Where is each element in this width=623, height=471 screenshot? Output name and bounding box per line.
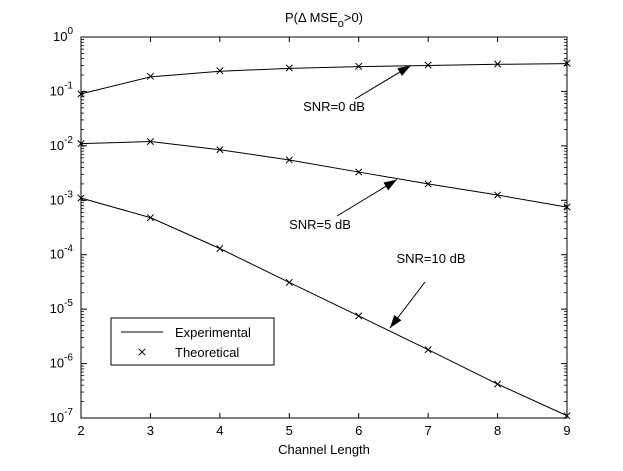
x-tick-label: 6 bbox=[355, 423, 362, 438]
x-tick-label: 9 bbox=[563, 423, 570, 438]
theoretical-marker bbox=[146, 137, 154, 146]
theoretical-marker bbox=[285, 156, 293, 164]
theoretical-marker bbox=[77, 140, 85, 148]
marker-stroke bbox=[563, 203, 571, 211]
marker-stroke bbox=[77, 194, 85, 202]
x-tick-label: 5 bbox=[286, 423, 293, 438]
annotation-arrow-head bbox=[397, 65, 411, 77]
marker-stroke bbox=[563, 412, 571, 420]
theoretical-marker bbox=[563, 412, 571, 420]
theoretical-marker bbox=[494, 60, 502, 68]
marker-stroke bbox=[77, 140, 85, 148]
marker-stroke bbox=[424, 346, 432, 354]
marker-stroke bbox=[285, 156, 293, 164]
series-layer bbox=[77, 59, 571, 420]
marker-stroke bbox=[146, 72, 154, 80]
theoretical-marker bbox=[494, 191, 502, 199]
marker-stroke bbox=[146, 214, 154, 222]
marker-stroke bbox=[424, 61, 432, 69]
marker-stroke bbox=[424, 180, 432, 188]
theoretical-marker bbox=[146, 214, 154, 222]
marker-stroke bbox=[355, 62, 363, 70]
legend-x-swatch bbox=[138, 348, 146, 356]
marker-stroke bbox=[216, 244, 224, 253]
theoretical-marker bbox=[424, 346, 432, 354]
marker-stroke bbox=[494, 380, 502, 388]
theoretical-marker bbox=[216, 146, 224, 154]
legend-box bbox=[110, 317, 275, 366]
experimental-line-3 bbox=[80, 197, 568, 417]
theoretical-marker bbox=[146, 72, 154, 80]
theoretical-marker bbox=[77, 194, 85, 202]
y-tick-label: 100 bbox=[53, 26, 73, 44]
annotation-label: SNR=10 dB bbox=[396, 251, 465, 266]
x-axis-label: Channel Length bbox=[278, 442, 370, 457]
theoretical-marker bbox=[424, 61, 432, 69]
theoretical-marker bbox=[216, 67, 224, 75]
marker-stroke bbox=[285, 278, 293, 286]
marker-stroke bbox=[494, 60, 502, 68]
theoretical-marker bbox=[424, 180, 432, 188]
theoretical-marker bbox=[563, 203, 571, 211]
annotation-label: SNR=0 dB bbox=[303, 99, 365, 114]
x-tick-label: 7 bbox=[425, 423, 432, 438]
x-tick-label: 4 bbox=[216, 423, 223, 438]
y-tick-label: 10-2 bbox=[50, 135, 74, 153]
y-tick-label: 10-5 bbox=[50, 298, 74, 316]
theoretical-marker bbox=[355, 312, 363, 320]
experimental-line-2 bbox=[80, 141, 568, 208]
marker-stroke bbox=[563, 59, 571, 67]
marker-stroke bbox=[146, 137, 154, 146]
annotation-label: SNR=5 dB bbox=[289, 217, 351, 232]
theoretical-marker bbox=[285, 64, 293, 72]
chart-title: P(Δ MSEo>0) bbox=[285, 10, 363, 30]
x-tick-label: 2 bbox=[77, 423, 84, 438]
y-tick-label: 10-6 bbox=[50, 353, 74, 371]
marker-stroke bbox=[285, 64, 293, 72]
annotation-arrow-head bbox=[389, 314, 402, 329]
marker-stroke bbox=[355, 168, 363, 176]
theoretical-marker bbox=[355, 62, 363, 70]
y-tick-label: 10-3 bbox=[50, 189, 74, 207]
marker-stroke bbox=[216, 67, 224, 75]
theoretical-marker bbox=[216, 244, 224, 253]
x-tick-label: 8 bbox=[494, 423, 501, 438]
theoretical-marker bbox=[494, 380, 502, 388]
theoretical-marker bbox=[285, 278, 293, 286]
x-tick-label: 3 bbox=[147, 423, 154, 438]
theoretical-marker bbox=[355, 168, 363, 176]
text-layer: 2 3 4 5 6 7 8 9 100 10-1 10-2 10-3 10-4 10-5 10-6 10-7 S… bbox=[50, 10, 571, 457]
theoretical-marker bbox=[77, 90, 85, 98]
marker-stroke bbox=[355, 312, 363, 320]
y-tick-label: 10-1 bbox=[50, 80, 74, 98]
experimental-line-1 bbox=[80, 63, 568, 95]
annotation-arrow-head bbox=[383, 179, 397, 191]
marker-stroke bbox=[216, 146, 224, 154]
legend-label: Theoretical bbox=[175, 345, 239, 360]
marker-stroke bbox=[77, 90, 85, 98]
annotations-layer bbox=[336, 65, 426, 329]
marker-stroke bbox=[494, 191, 502, 199]
legend-label: Experimental bbox=[175, 325, 251, 340]
y-tick-label: 10-7 bbox=[50, 407, 74, 425]
y-tick-label: 10-4 bbox=[50, 244, 74, 262]
theoretical-marker bbox=[563, 59, 571, 67]
